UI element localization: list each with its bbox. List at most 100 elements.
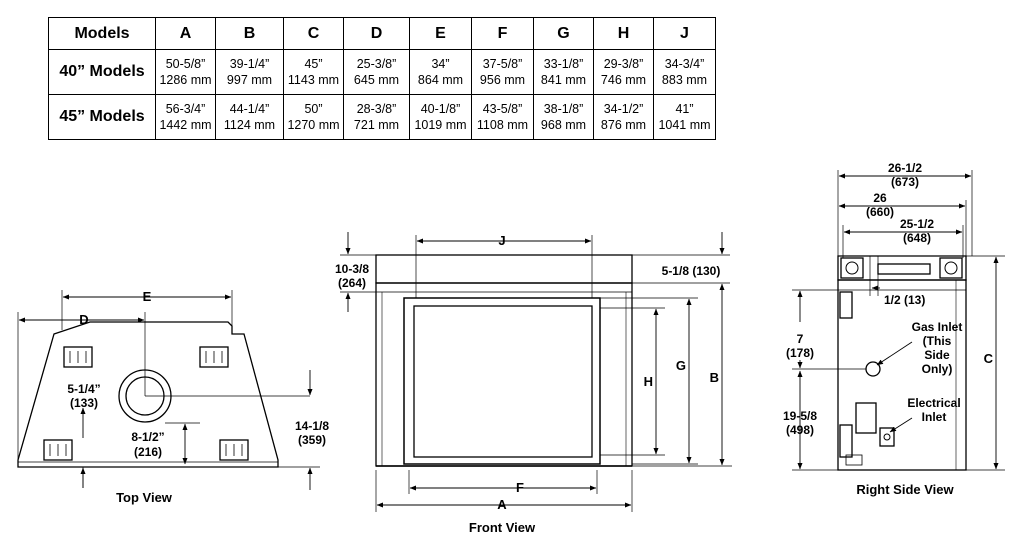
table-cell: 34-1/2” 876 mm	[593, 94, 654, 140]
cell-inches: 28-3/8”	[356, 102, 397, 116]
table-cell: 28-3/8” 721 mm	[343, 94, 410, 140]
dim-flue-height: 8-1/2”	[131, 430, 164, 444]
cell-mm: 746 mm	[600, 73, 647, 87]
gas-inlet-label-3: Side	[924, 348, 950, 362]
gas-inlet-label-2: (This	[923, 334, 952, 348]
electrical-label-2: Inlet	[922, 410, 947, 424]
cell-inches: 34-3/4”	[664, 57, 705, 71]
dimensions-table: Models A B C D E F G H J 40” Models 50-5…	[48, 17, 716, 140]
dim-half: 1/2 (13)	[884, 293, 925, 307]
cell-inches: 38-1/8”	[543, 102, 584, 116]
cell-mm: 1019 mm	[414, 118, 467, 132]
header-e: E	[409, 17, 472, 50]
cell-mm: 876 mm	[600, 118, 647, 132]
header-g: G	[533, 17, 594, 50]
electrical-leader	[889, 417, 913, 433]
table-cell: 33-1/8” 841 mm	[533, 49, 594, 95]
dim-overall-mm: (673)	[891, 175, 919, 189]
dim-flue-offset: 5-1/4”	[67, 382, 100, 396]
table-cell: 34-3/4” 883 mm	[653, 49, 716, 95]
row-label-45: 45” Models	[48, 94, 156, 140]
cell-inches: 33-1/8”	[543, 57, 584, 71]
table-cell: 45” 1143 mm	[283, 49, 344, 95]
table-row-45: 45” Models 56-3/4”1442 mm 44-1/4”1124 mm…	[48, 94, 716, 140]
table-cell: 37-5/8” 956 mm	[471, 49, 534, 95]
front-view	[340, 232, 732, 512]
cell-inches: 50”	[304, 102, 323, 116]
top-view-outline	[17, 321, 279, 468]
cell-mm: 1041 mm	[658, 118, 711, 132]
cell-mm: 1143 mm	[287, 73, 340, 87]
table-row-40: 40” Models 50-5/8”1286 mm 39-1/4”997 mm …	[48, 49, 716, 95]
table-header-row: Models A B C D E F G H J	[48, 17, 716, 50]
cell-inches: 37-5/8”	[482, 57, 523, 71]
side-view	[792, 170, 1005, 471]
front-top-cap	[375, 254, 633, 284]
electrical-box	[879, 427, 895, 447]
bottom-vent-right	[219, 439, 249, 461]
side-top-box	[837, 255, 967, 281]
gas-inlet-leader	[876, 341, 913, 366]
cell-inches: 43-5/8”	[482, 102, 523, 116]
front-opening-frame	[403, 297, 601, 465]
label-g: G	[676, 358, 686, 373]
side-panel	[855, 402, 877, 434]
table-cell: 38-1/8” 968 mm	[533, 94, 594, 140]
dim-26: 26	[873, 191, 887, 205]
label-b: B	[710, 370, 719, 385]
cell-inches: 34”	[431, 57, 450, 71]
side-body	[837, 279, 967, 471]
cell-mm: 997 mm	[226, 73, 273, 87]
gas-inlet-label-4: Only)	[922, 362, 953, 376]
header-j: J	[653, 17, 716, 50]
dim-depth-mm: (359)	[298, 433, 326, 447]
cell-mm: 968 mm	[540, 118, 587, 132]
cell-mm: 645 mm	[353, 73, 400, 87]
row-label-40: 40” Models	[48, 49, 156, 95]
side-view-caption: Right Side View	[856, 482, 954, 497]
header-d: D	[343, 17, 410, 50]
cell-mm: 1270 mm	[287, 118, 340, 132]
top-view	[17, 290, 320, 490]
electrical-label-1: Electrical	[907, 396, 960, 410]
top-view-caption: Top View	[116, 490, 173, 505]
cell-inches: 34-1/2”	[603, 102, 644, 116]
cell-inches: 41”	[675, 102, 694, 116]
dim-top: 10-3/8	[335, 262, 369, 276]
cell-inches: 40-1/8”	[420, 102, 461, 116]
dim-flue-height-mm: (216)	[134, 445, 162, 459]
table-cell: 41” 1041 mm	[653, 94, 716, 140]
cell-inches: 45”	[304, 57, 323, 71]
dim-elec-mm: (498)	[786, 423, 814, 437]
cell-mm: 1124 mm	[223, 118, 276, 132]
cell-mm: 883 mm	[661, 73, 708, 87]
cell-mm: 1108 mm	[476, 118, 529, 132]
cell-inches: 56-3/4”	[165, 102, 206, 116]
label-a: A	[497, 497, 507, 512]
cell-mm: 864 mm	[417, 73, 464, 87]
header-models: Models	[48, 17, 156, 50]
bottom-vent-left	[43, 439, 73, 461]
table-cell: 50-5/8”1286 mm	[155, 49, 216, 95]
dim-26-mm: (660)	[866, 205, 894, 219]
gas-inlet-label-1: Gas Inlet	[912, 320, 963, 334]
dim-lip: 5-1/8 (130)	[662, 264, 721, 278]
table-cell: 39-1/4” 997 mm	[215, 49, 284, 95]
label-e: E	[143, 289, 152, 304]
header-a: A	[155, 17, 216, 50]
side-vent-left	[840, 257, 864, 279]
cell-inches: 39-1/4”	[229, 57, 270, 71]
cell-mm: 721 mm	[353, 118, 400, 132]
table-cell: 50” 1270 mm	[283, 94, 344, 140]
dim-flue-offset-mm: (133)	[70, 396, 98, 410]
dim-gas: 7	[797, 332, 804, 346]
cell-mm: 841 mm	[540, 73, 587, 87]
cell-inches: 25-3/8”	[356, 57, 397, 71]
front-glass	[413, 305, 593, 458]
cell-mm: 1286 mm	[159, 73, 212, 87]
top-vent-left	[63, 346, 93, 368]
table-cell: 25-3/8” 645 mm	[343, 49, 410, 95]
cell-mm: 956 mm	[479, 73, 526, 87]
side-bracket-lower	[839, 424, 853, 458]
front-view-caption: Front View	[469, 520, 536, 535]
